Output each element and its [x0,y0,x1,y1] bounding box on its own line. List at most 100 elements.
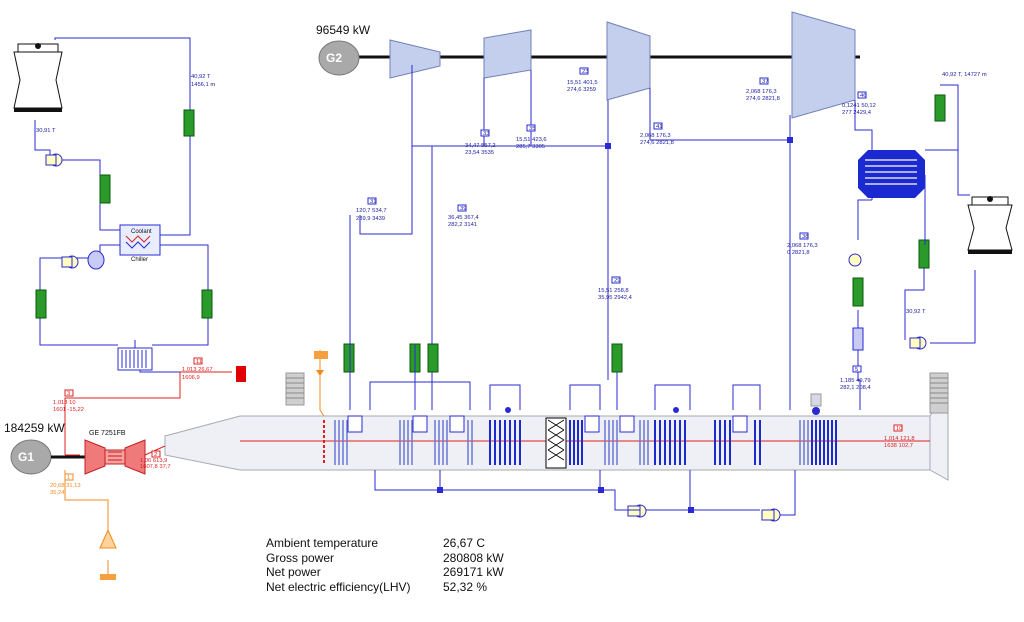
svg-text:282,2 3141: 282,2 3141 [448,222,477,228]
svg-text:282,1 208,4: 282,1 208,4 [840,385,871,391]
stack-right [929,372,949,414]
valves [35,94,946,373]
pumps [45,153,927,522]
svg-text:2,068 176,3: 2,068 176,3 [640,133,671,139]
g2-power: 96549 kW [316,23,371,37]
gt-model: GE 7251FB [89,430,126,437]
svg-text:0 2821,8: 0 2821,8 [787,250,810,256]
svg-text:289,9 3439: 289,9 3439 [356,216,385,222]
svg-text:38: 38 [802,234,808,240]
svg-text:1,013 26,67: 1,013 26,67 [182,367,213,373]
stack-left [285,372,305,406]
svg-text:29: 29 [614,278,620,284]
svg-text:40,92 T: 40,92 T [191,74,211,80]
condenser [858,150,925,198]
svg-text:30,91 T: 30,91 T [36,128,56,134]
svg-text:277 2429,4: 277 2429,4 [842,110,872,116]
stream-tag-ct-left: 30,91 T [36,128,56,134]
svg-text:10: 10 [896,426,902,432]
svg-text:5: 5 [855,367,858,373]
stream-tag-31: 31 120,7 534,7 289,9 3439 [356,197,387,222]
junctions [437,137,820,513]
svg-text:30,92 T: 30,92 T [906,309,926,315]
svg-text:274,6 3259: 274,6 3259 [567,87,596,93]
svg-text:23: 23 [582,69,588,75]
svg-text:1,014 121,8: 1,014 121,8 [884,436,915,442]
svg-text:35,95 2942,4: 35,95 2942,4 [598,295,633,301]
tank [87,250,105,270]
stream-tag-33: 33 34,47 557,223,54 3535 [465,129,496,156]
svg-text:35: 35 [529,126,535,132]
cooler-label: Coolant [131,229,152,235]
svg-text:1,185 49,79: 1,185 49,79 [840,378,871,384]
svg-text:15,51 258,8: 15,51 258,8 [598,288,629,294]
gas-turbine [84,439,146,475]
g2-label: G2 [326,51,342,65]
inlet-air-cooler [117,347,153,371]
cooling-tower-right [967,196,1013,254]
svg-text:1,013 10: 1,013 10 [53,400,76,406]
svg-text:36,45 367,4: 36,45 367,4 [448,215,479,221]
svg-text:41: 41 [656,124,662,130]
stream-tag-ct2-top: 40,92 T, 14727 m [942,72,987,78]
svg-text:37: 37 [762,79,768,85]
deaerator [810,327,864,407]
hrsg-duct [164,388,949,481]
generator-g2 [318,40,360,76]
svg-text:2,068 176,3: 2,068 176,3 [787,243,818,249]
svg-text:0,1241 50,12: 0,1241 50,12 [842,103,876,109]
svg-text:39: 39 [460,206,466,212]
steam-turbine-stages [389,11,856,119]
svg-text:1638 102,7: 1638 102,7 [884,443,913,449]
svg-text:1,06 613,9: 1,06 613,9 [140,458,167,464]
svg-text:1606,9: 1606,9 [182,375,200,381]
stream-tag-ct-top: 40,92 T 1456,1 m [191,74,215,88]
svg-text:3: 3 [67,391,70,397]
g1-power: 184259 kW [4,421,65,435]
svg-text:23,54 3535: 23,54 3535 [465,150,494,156]
svg-text:274,6 2821,8: 274,6 2821,8 [746,96,780,102]
svg-text:1601 -15,22: 1601 -15,22 [53,407,84,413]
svg-text:285,7 3305: 285,7 3305 [516,144,545,150]
svg-text:2,068 176,3: 2,068 176,3 [746,89,777,95]
svg-text:15,51 423,6: 15,51 423,6 [516,137,547,143]
chiller-label: Chiller [131,257,148,263]
stream-tag-ct2-left: 30,92 T [906,309,926,315]
cooling-tower-left [13,43,63,112]
svg-text:2: 2 [154,452,157,458]
svg-text:1: 1 [67,475,70,481]
svg-text:46: 46 [860,93,866,99]
g1-label: G1 [18,450,34,464]
svg-text:274,6 2821,8: 274,6 2821,8 [640,140,674,146]
svg-text:31: 31 [370,199,376,205]
stream-tag-38: 38 2,068 176,30 2821,8 [787,232,818,256]
svg-text:33: 33 [483,131,489,137]
summary-row-efficiency: Net electric efficiency(LHV)52,32 % [266,579,488,594]
svg-text:20,68 31,13: 20,68 31,13 [50,483,81,489]
cooler-chiller [119,224,161,256]
svg-text:34,47 557,2: 34,47 557,2 [465,143,496,149]
stream-tag-29: 29 15,51 258,835,95 2942,4 [598,276,633,301]
left-cooling-loop [34,37,209,373]
svg-text:120,7 534,7: 120,7 534,7 [356,208,387,214]
svg-text:1607,8 37,7: 1607,8 37,7 [140,464,171,470]
svg-text:1456,1 m: 1456,1 m [191,82,215,88]
